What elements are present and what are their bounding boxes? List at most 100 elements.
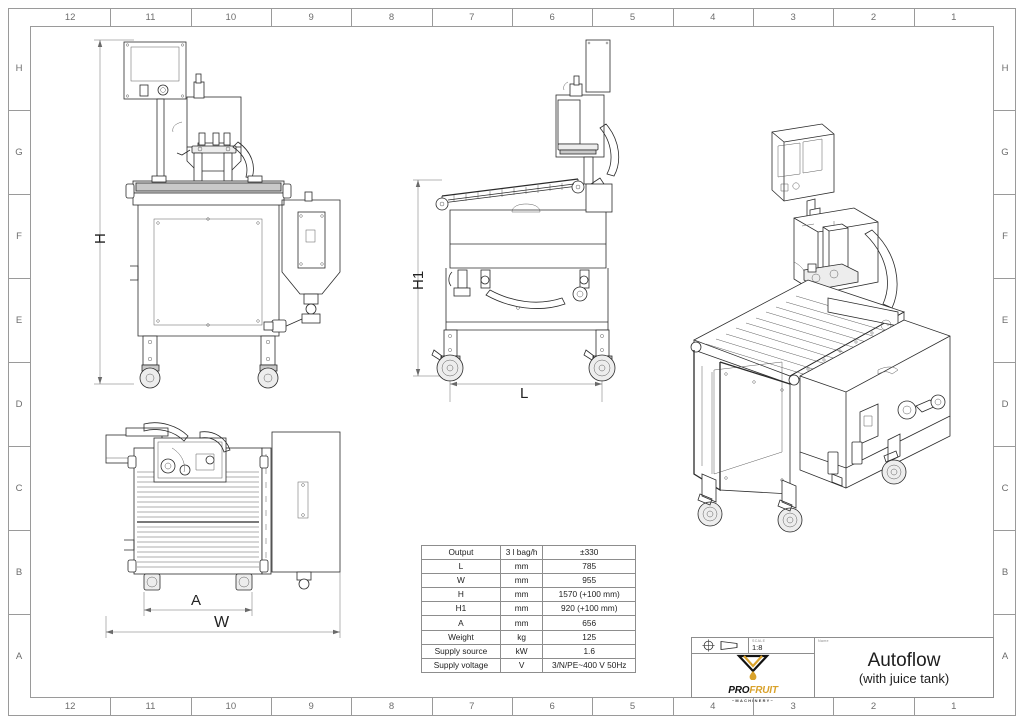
title-block-left: SCALE 1:8 PROFRUIT ~MACHINERY~ bbox=[692, 638, 815, 703]
zone-column-12: 12 bbox=[64, 12, 76, 23]
side-view-geometry bbox=[413, 39, 620, 402]
zone-row-B: B bbox=[15, 566, 23, 578]
logo-tagline: ~MACHINERY~ bbox=[731, 698, 775, 703]
zone-tick bbox=[994, 614, 1016, 615]
zone-tick bbox=[994, 194, 1016, 195]
zone-row-A: A bbox=[1001, 650, 1009, 662]
zone-column-12: 12 bbox=[64, 701, 76, 712]
zone-column-6: 6 bbox=[549, 12, 555, 23]
spec-cell-unit: mm bbox=[499, 559, 544, 575]
zone-column-3: 3 bbox=[790, 701, 796, 712]
spec-cell-unit: mm bbox=[499, 615, 544, 631]
zone-tick bbox=[110, 698, 112, 715]
sheet-frame-inner bbox=[30, 26, 994, 698]
spec-cell-parameter: H bbox=[421, 587, 501, 603]
zone-tick bbox=[8, 194, 30, 195]
zone-tick bbox=[592, 698, 594, 715]
zone-tick bbox=[833, 698, 835, 715]
spec-cell-value: 1570 (+100 mm) bbox=[542, 587, 636, 603]
zone-tick bbox=[753, 698, 754, 715]
isometric-view bbox=[682, 122, 982, 542]
zone-row-F: F bbox=[16, 230, 22, 242]
zone-column-2: 2 bbox=[870, 12, 877, 23]
spec-cell-parameter: Weight bbox=[421, 629, 501, 645]
zone-tick bbox=[271, 9, 272, 26]
funnel-drop-logo-icon bbox=[736, 654, 770, 680]
zone-row-C: C bbox=[15, 482, 23, 494]
spec-cell-parameter: Output bbox=[421, 544, 501, 561]
spec-cell-value: 3/N/PE~400 V 50Hz bbox=[542, 657, 636, 673]
zone-tick bbox=[994, 278, 1016, 279]
zone-row-A: A bbox=[15, 650, 23, 662]
zone-tick bbox=[994, 530, 1016, 531]
zone-tick bbox=[994, 446, 1016, 447]
spec-cell-unit: V bbox=[499, 657, 544, 673]
zone-tick bbox=[592, 9, 594, 26]
zone-column-11: 11 bbox=[145, 701, 156, 712]
zone-column-8: 8 bbox=[388, 12, 395, 23]
spec-cell-value: 785 bbox=[542, 559, 636, 575]
zone-tick bbox=[431, 9, 433, 26]
spec-cell-value: ±330 bbox=[542, 544, 636, 561]
front-view-dim-h: H bbox=[92, 233, 109, 244]
zone-column-5: 5 bbox=[629, 12, 636, 23]
top-view-geometry bbox=[105, 422, 341, 638]
zone-column-3: 3 bbox=[790, 12, 796, 23]
drawing-title: Autoflow bbox=[867, 649, 941, 671]
zone-row-E: E bbox=[1001, 314, 1009, 326]
front-view-geometry bbox=[94, 39, 341, 389]
zone-row-H: H bbox=[1001, 62, 1009, 74]
zone-tick bbox=[753, 9, 754, 26]
zone-tick bbox=[351, 698, 353, 715]
zone-row-G: G bbox=[15, 146, 23, 158]
top-view-dim-a: A bbox=[191, 592, 202, 609]
zone-column-9: 9 bbox=[308, 701, 314, 712]
isometric-view-geometry bbox=[690, 123, 951, 533]
zone-column-1: 1 bbox=[951, 701, 957, 712]
zone-row-D: D bbox=[15, 398, 23, 410]
company-logo: PROFRUIT ~MACHINERY~ bbox=[692, 654, 814, 705]
projection-cone-icon bbox=[720, 641, 738, 650]
spec-cell-unit: mm bbox=[499, 601, 544, 617]
title-block-top-row: SCALE 1:8 bbox=[692, 638, 814, 654]
side-view-dim-l: L bbox=[520, 385, 529, 402]
zone-tick bbox=[351, 9, 353, 26]
zone-tick bbox=[913, 698, 915, 715]
zone-tick bbox=[994, 110, 1016, 111]
spec-cell-value: 955 bbox=[542, 573, 636, 589]
zone-column-10: 10 bbox=[225, 701, 237, 712]
spec-cell-parameter: Supply voltage bbox=[421, 657, 501, 673]
zone-tick bbox=[110, 9, 112, 26]
zone-row-H: H bbox=[15, 62, 23, 74]
zone-column-8: 8 bbox=[388, 701, 395, 712]
zone-tick bbox=[913, 9, 915, 26]
drawing-subtitle: (with juice tank) bbox=[858, 670, 950, 686]
zone-tick bbox=[672, 698, 674, 715]
spec-cell-unit: 3 l bag/h bbox=[499, 544, 544, 561]
zone-row-B: B bbox=[1001, 566, 1009, 578]
zone-tick bbox=[994, 362, 1016, 363]
title-block-right: Name Autoflow (with juice tank) bbox=[815, 638, 993, 697]
zone-row-F: F bbox=[1002, 230, 1008, 242]
top-view-dim-w: W bbox=[214, 614, 230, 631]
side-view: H1 L bbox=[408, 32, 648, 407]
zone-column-4: 4 bbox=[710, 701, 716, 712]
side-view-dim-h1: H1 bbox=[410, 270, 427, 290]
zone-tick bbox=[8, 614, 30, 615]
logo-word-primary: PRO bbox=[728, 685, 750, 696]
zone-column-6: 6 bbox=[549, 701, 555, 712]
zone-tick bbox=[271, 698, 272, 715]
zone-column-1: 1 bbox=[951, 12, 957, 23]
logo-wordmark: PROFRUIT bbox=[728, 680, 778, 698]
zone-tick bbox=[833, 9, 835, 26]
